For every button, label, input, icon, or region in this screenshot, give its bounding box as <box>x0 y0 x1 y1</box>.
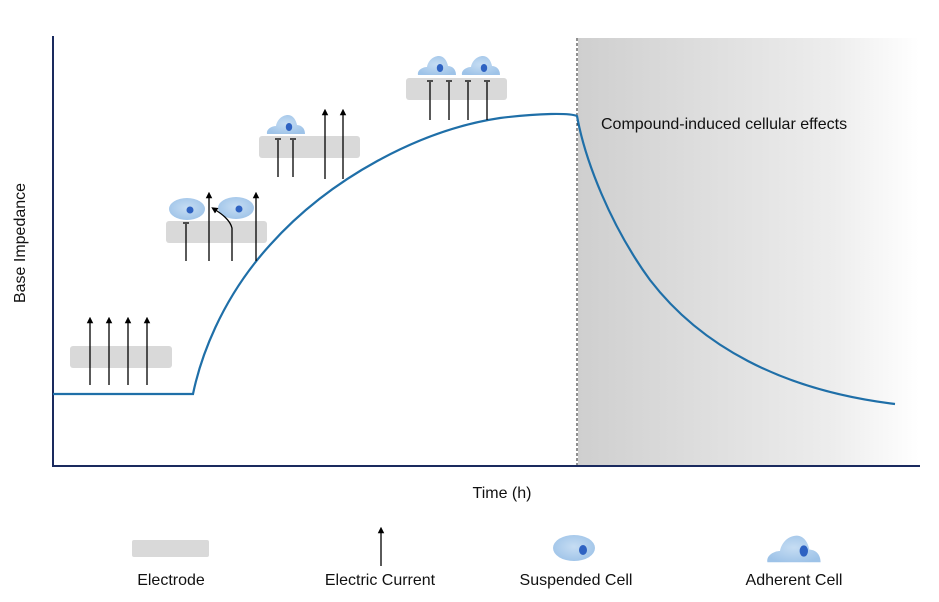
legend-electrode-label: Electrode <box>137 572 205 589</box>
legend-adherent-cell-label: Adherent Cell <box>746 572 843 589</box>
electrode-bar <box>70 346 172 368</box>
stage-suspended-cells <box>166 191 267 261</box>
adherent-cell-icon <box>461 56 500 75</box>
stage-bare-electrode <box>70 316 172 385</box>
adherent-cell-icon <box>417 56 456 75</box>
legend-suspended-cell-label: Suspended Cell <box>520 572 633 589</box>
current-arrow <box>211 207 233 261</box>
compound-effects-label: Compound-induced cellular effects <box>601 116 847 133</box>
legend: Electrode Electric Current Suspended Cel… <box>132 526 843 589</box>
electrode-bar <box>406 78 507 100</box>
legend-suspended-cell-icon <box>553 535 595 561</box>
stage-adhering-cell <box>259 108 360 179</box>
electrode-bar <box>166 221 267 243</box>
legend-current-label: Electric Current <box>325 572 436 589</box>
electrode-bar <box>259 136 360 158</box>
x-axis-label: Time (h) <box>473 485 532 502</box>
suspended-cell-icon <box>169 198 205 220</box>
adherent-cell-icon <box>266 115 305 134</box>
impedance-curve <box>53 112 896 406</box>
stage-confluent-cells <box>406 56 507 120</box>
legend-electrode-swatch <box>132 540 209 557</box>
compound-effect-region <box>578 38 919 466</box>
legend-adherent-cell-icon <box>767 535 821 563</box>
y-axis-label: Base Impedance <box>12 183 29 303</box>
